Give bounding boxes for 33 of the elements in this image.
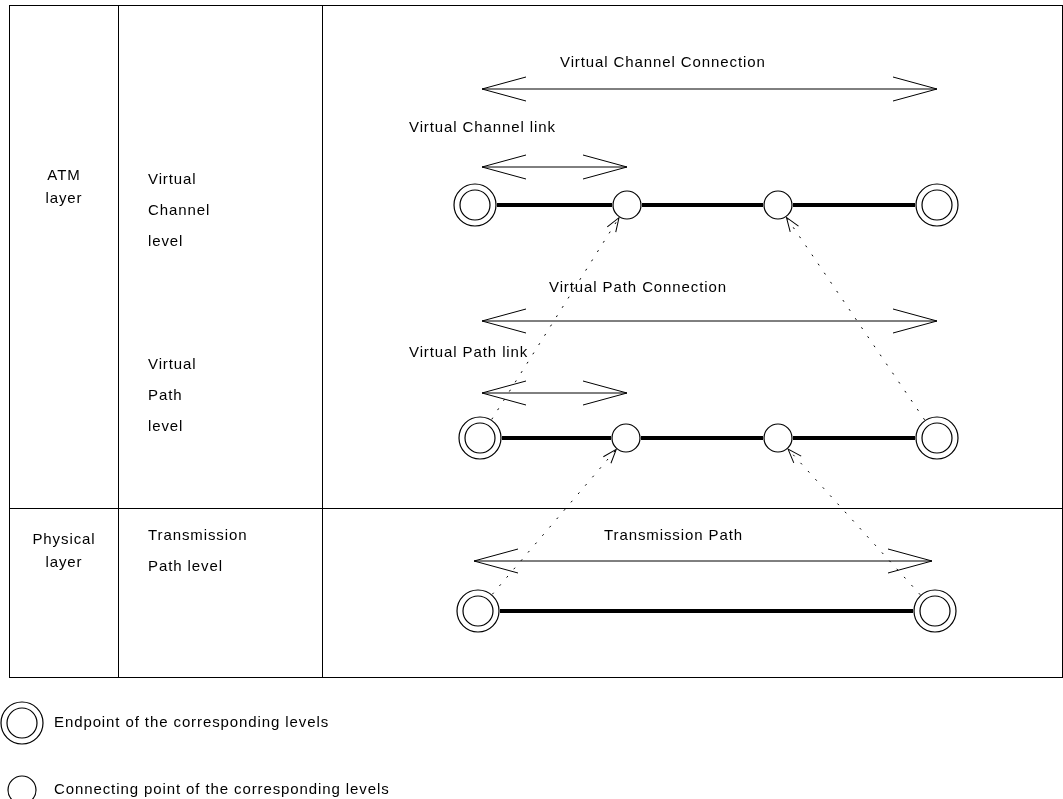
span-label: Virtual Path link [409,342,529,362]
span-label: Transmission Path [604,525,743,545]
connecting-point-circle [763,190,793,220]
span-label: Virtual Channel link [409,117,556,137]
thick-line [642,203,763,207]
thick-line [793,436,915,440]
endpoint-ring [915,183,959,227]
endpoint-ring [458,416,502,460]
connecting-point-circle [763,423,793,453]
thick-line [502,436,611,440]
endpoint-ring [456,589,500,633]
row-header-text: Physical layer [14,527,114,573]
thick-line [497,203,612,207]
row-header-text: ATM layer [14,163,114,209]
row-header-text: Transmission Path level [148,519,308,581]
row-header-text: Virtual Path level [148,348,298,441]
span-label: Virtual Channel Connection [560,52,766,72]
connecting-point-circle [612,190,642,220]
thick-line [641,436,763,440]
legend-text: Connecting point of the corresponding levels [54,779,390,799]
connecting-point-circle [611,423,641,453]
legend-text: Endpoint of the corresponding levels [54,712,330,732]
dotted-arrow [787,448,921,596]
row-header-text: Virtual Channel level [148,163,298,256]
span-label: Virtual Path Connection [549,277,728,297]
dotted-arrow [491,448,617,595]
endpoint-ring [913,589,957,633]
endpoint-ring [453,183,497,227]
dotted-arrow [785,216,926,421]
thick-line [500,609,913,613]
thick-line [793,203,915,207]
dotted-arrow [491,217,620,420]
endpoint-ring [915,416,959,460]
